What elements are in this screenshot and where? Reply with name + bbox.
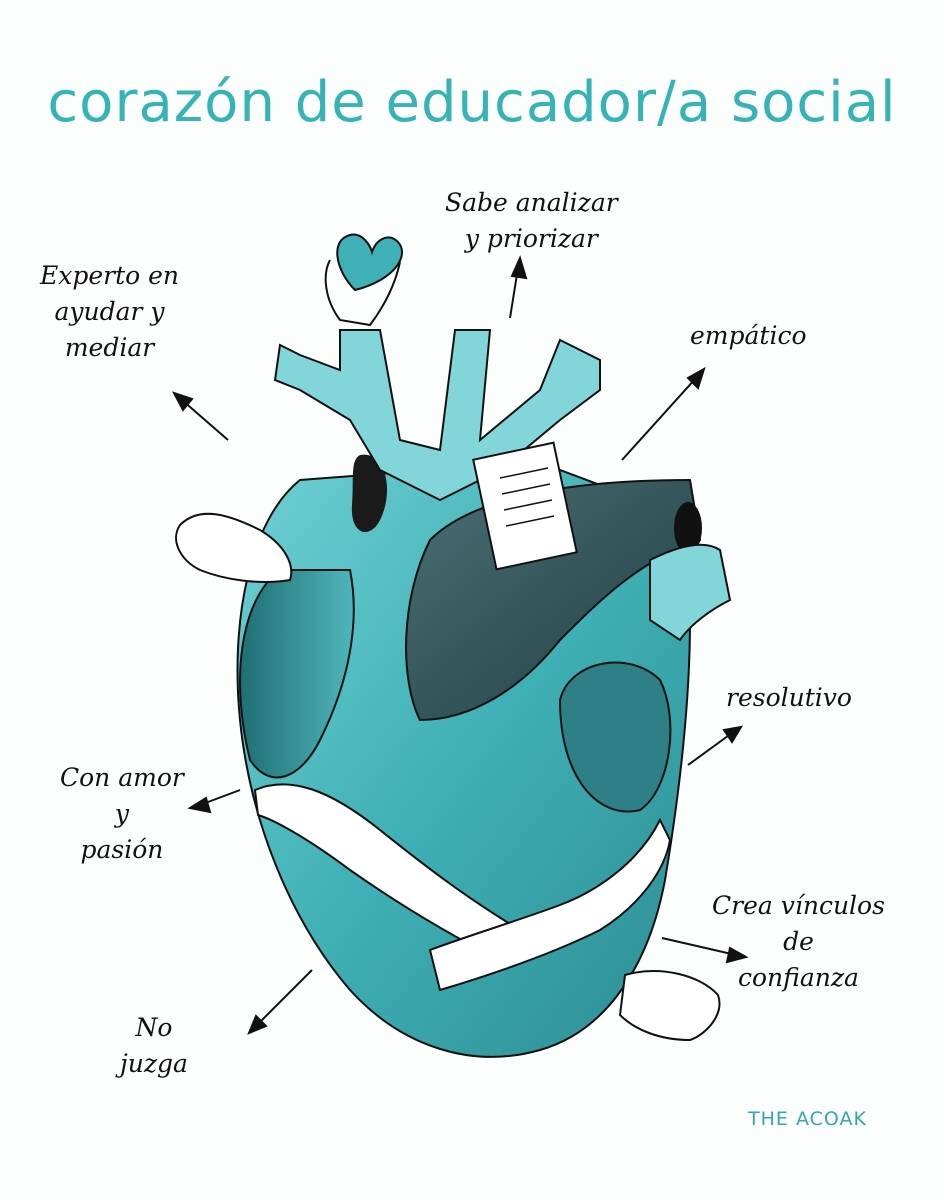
arm-lower-right bbox=[428, 817, 672, 992]
right-tube bbox=[649, 543, 732, 642]
small-heart-icon bbox=[336, 233, 403, 292]
arrow-juzga bbox=[255, 969, 313, 1027]
vessel-opening-left bbox=[351, 454, 388, 532]
arrow-vinculos bbox=[661, 937, 737, 956]
arrow-experto bbox=[181, 399, 229, 441]
hand-right-bottom bbox=[618, 970, 721, 1042]
left-atrium bbox=[239, 569, 355, 779]
label-resolutivo: resolutivo bbox=[726, 683, 852, 712]
arrow-group bbox=[171, 255, 749, 1035]
vessel-opening-right bbox=[674, 502, 702, 554]
label-experto: Experto en ayudar y mediar bbox=[40, 261, 180, 362]
hand-left bbox=[175, 512, 293, 583]
label-juzga: No juzga bbox=[120, 1013, 188, 1078]
arrow-empatico bbox=[621, 377, 697, 461]
label-empatico: empático bbox=[690, 321, 807, 350]
upper-vessels bbox=[273, 329, 601, 502]
hand-top bbox=[324, 259, 401, 327]
page-title: corazón de educador/a social bbox=[47, 70, 897, 135]
arrow-resolutivo bbox=[687, 732, 733, 766]
label-vinculos: Crea vínculos de confianza bbox=[712, 891, 885, 992]
right-lobe bbox=[558, 661, 672, 813]
label-amor: Con amor y pasión bbox=[60, 763, 184, 864]
label-analizar: Sabe analizar y priorizar bbox=[445, 188, 618, 253]
signature: THE ACOAK bbox=[748, 1108, 867, 1130]
